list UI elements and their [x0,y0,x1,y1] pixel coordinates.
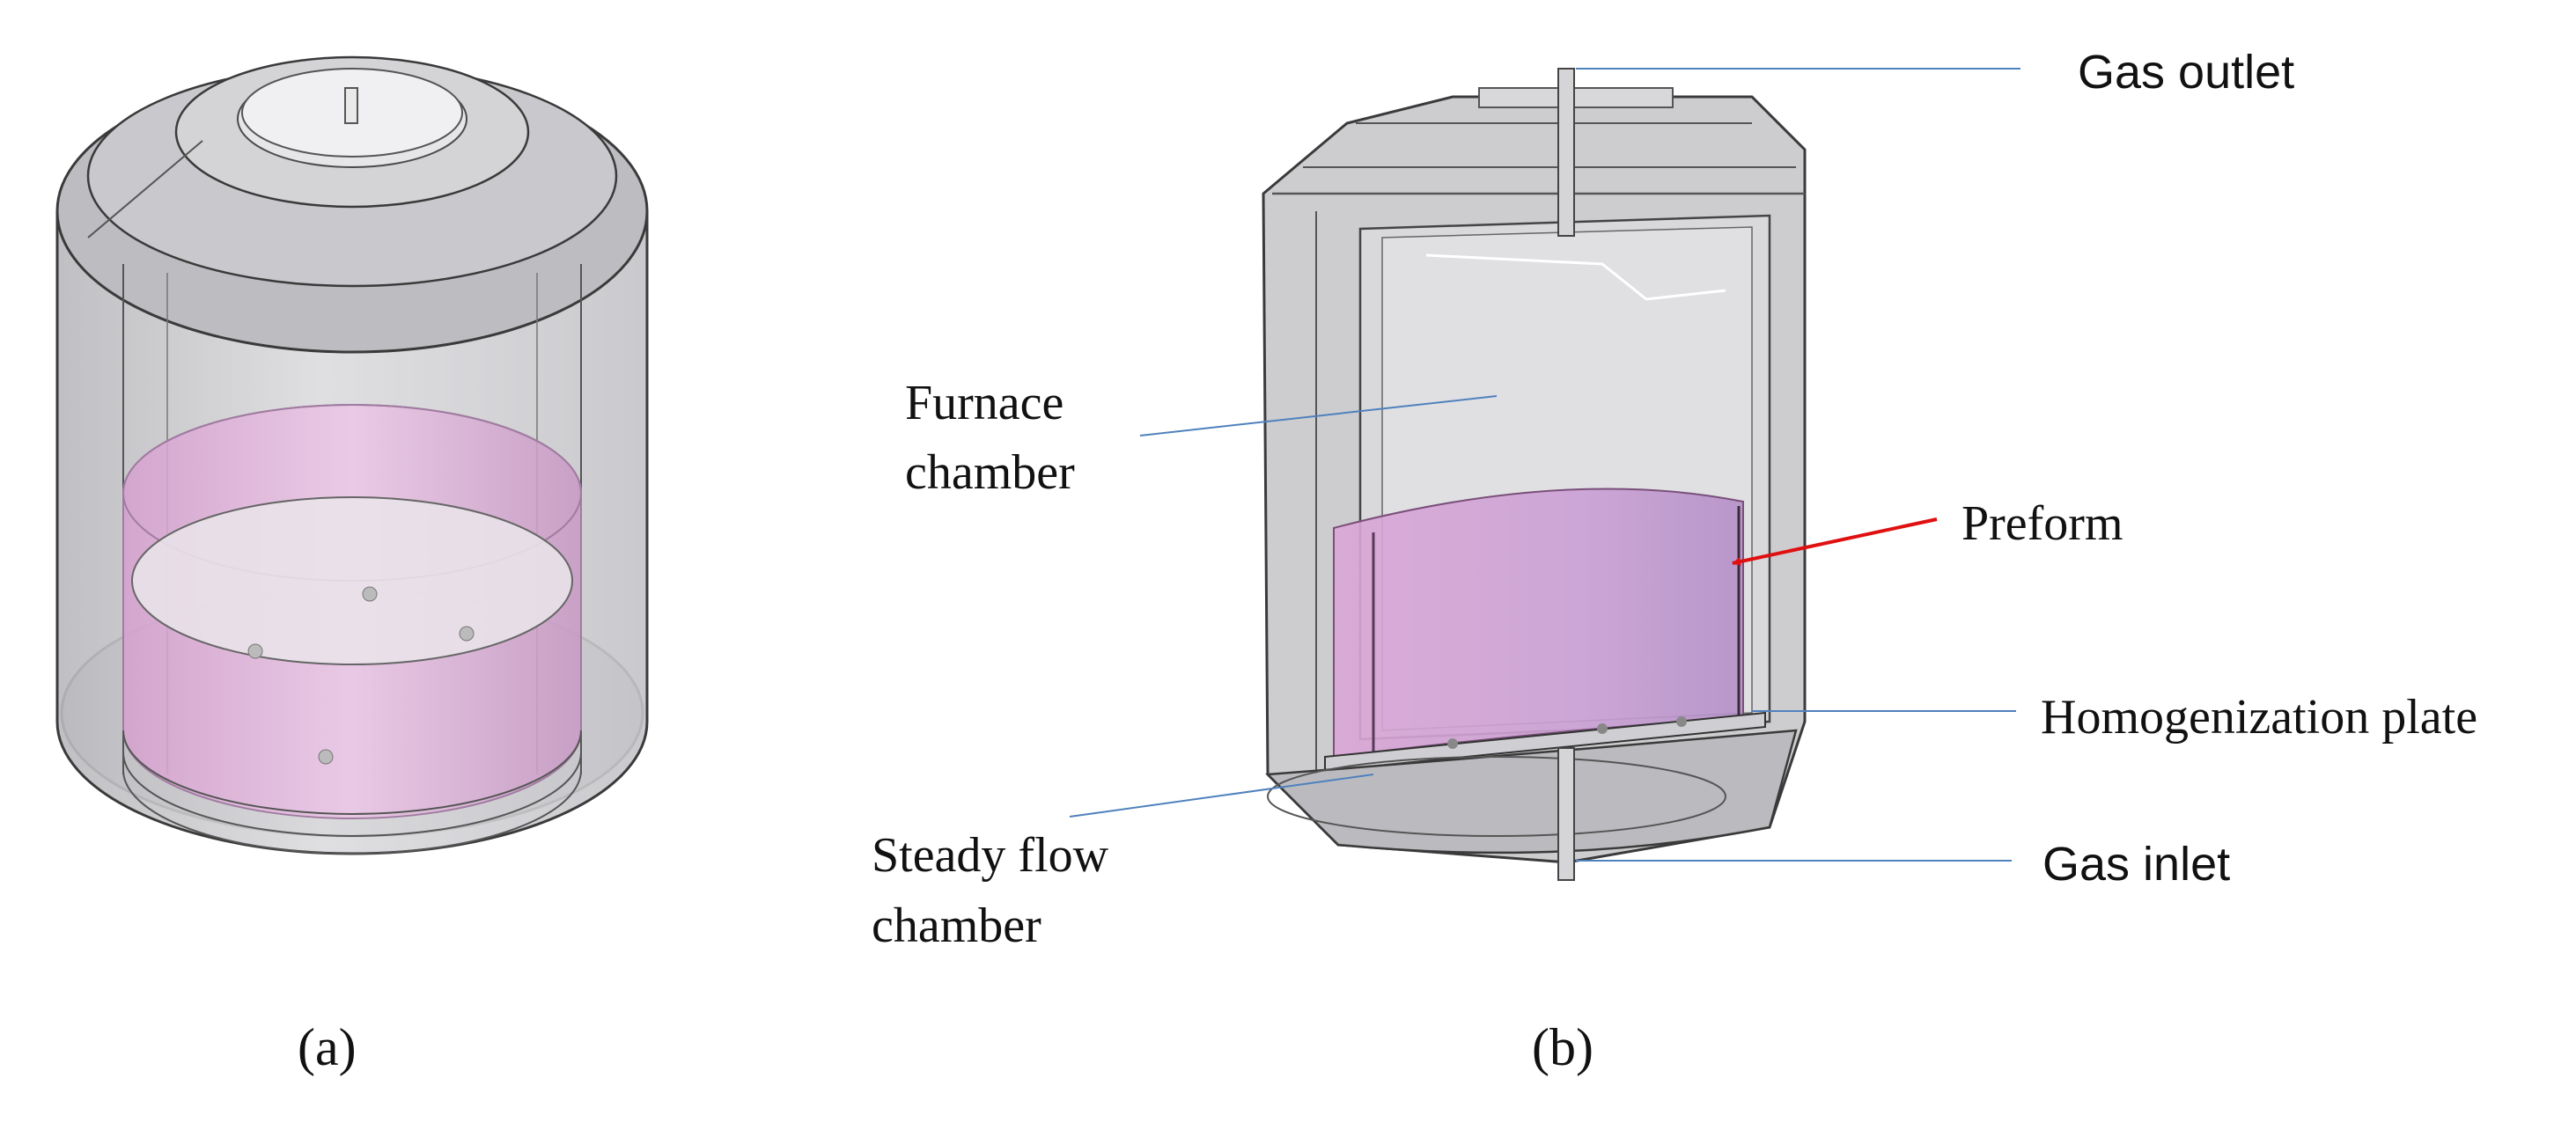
label-steady-flow-line1: Steady flow [872,828,1109,883]
leader-steady-flow [1069,774,1374,818]
label-furnace-chamber-line2: chamber [905,445,1075,500]
leader-furnace-chamber [1139,395,1498,436]
label-furnace-chamber-line1: Furnace [905,376,1064,430]
label-steady-flow-line2: chamber [872,899,1041,953]
panel-a-drawing [55,55,649,855]
caption-panel-b: (b) [1532,1018,1593,1076]
label-preform: Preform [1961,496,2123,551]
label-gas-inlet: Gas inlet [2042,838,2230,891]
label-homogenization-plate: Homogenization plate [2041,690,2477,745]
panel-b-drawing [1262,68,1807,881]
leader-lines [1069,68,2020,862]
caption-panel-a: (a) [298,1018,357,1076]
preform-arrow [1732,517,1938,566]
label-gas-outlet: Gas outlet [2078,46,2294,99]
